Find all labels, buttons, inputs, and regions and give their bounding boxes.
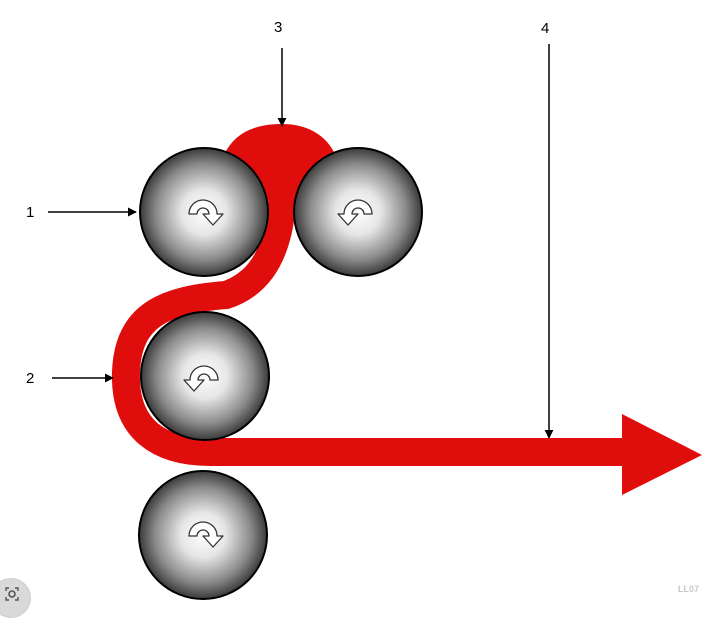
roller-top-right bbox=[293, 147, 423, 277]
callout-3-label: 3 bbox=[274, 19, 282, 36]
roller-middle bbox=[140, 311, 270, 441]
callout-1-label: 1 bbox=[26, 204, 34, 221]
callout-2-label: 2 bbox=[26, 370, 34, 387]
callout-4-label: 4 bbox=[541, 20, 549, 37]
rolling-mill-diagram: 1 2 3 4 LL07 bbox=[26, 19, 702, 600]
strip-path bbox=[111, 139, 624, 466]
visual-search-lens-icon bbox=[5, 587, 19, 601]
strip-output-arrowhead bbox=[622, 414, 702, 495]
roller-bottom bbox=[138, 470, 268, 600]
watermark-text: LL07 bbox=[678, 584, 699, 594]
roller-top-left bbox=[139, 147, 269, 277]
